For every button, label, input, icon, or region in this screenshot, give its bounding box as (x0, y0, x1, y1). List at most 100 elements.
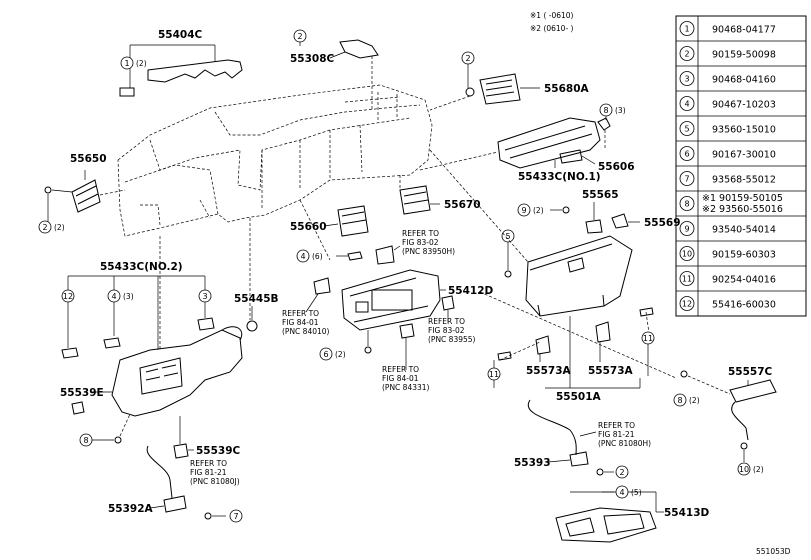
screw-6 (364, 330, 372, 354)
label-55680A: 55680A (544, 83, 590, 95)
label-55660: 55660 (290, 221, 327, 233)
parts-table-number-circle (679, 271, 695, 286)
label-55433C-no2: 55433C(NO.2) (100, 261, 183, 273)
dash-guides-main (159, 149, 529, 350)
svg-text:9: 9 (521, 206, 526, 215)
svg-text:FIG 84-01: FIG 84-01 (282, 318, 319, 327)
parts-table-part-number: 93560-15010 (712, 125, 776, 136)
lead-ref-81080H (579, 431, 597, 437)
svg-text:REFER TO: REFER TO (598, 421, 635, 430)
svg-text:2: 2 (465, 54, 470, 63)
svg-text:2: 2 (42, 223, 47, 232)
parts-table-number-circle (679, 171, 695, 186)
callout-12: 12 (61, 289, 79, 359)
instrument-panel (117, 84, 433, 237)
label-55445B: 55445B (234, 293, 279, 305)
part-55501A-glovebox (525, 235, 641, 389)
callout-1-qty: (2) (136, 59, 147, 68)
refer-box-83950H: REFER TO FIG 83-02 (PNC 83950H) (402, 229, 455, 256)
svg-text:8: 8 (603, 106, 608, 115)
parts-table-number: 11 (682, 275, 692, 284)
parts-table-number-circle (679, 121, 695, 136)
part-55539C (173, 416, 194, 459)
callout-8-left: 8 (79, 413, 131, 447)
part-55445B (246, 306, 258, 332)
parts-table-number-circle (679, 96, 695, 111)
parts-table-number: 3 (684, 75, 689, 84)
parts-table-number: 8 (684, 200, 689, 209)
svg-text:3: 3 (202, 292, 207, 301)
label-55404C: 55404C (158, 29, 203, 41)
dash-guides-glovebox (479, 291, 677, 379)
callout-11-right: 11 (641, 331, 655, 376)
parts-table-number: 2 (684, 50, 689, 59)
screw-5 (504, 242, 512, 278)
parts-table-number-circle (679, 21, 695, 36)
parts-table-number: 5 (684, 125, 689, 134)
parts-table-part-number: 93540-54014 (712, 225, 776, 236)
parts-table-part-number: 90159-60303 (712, 250, 776, 261)
parts-table-number: 6 (684, 150, 689, 159)
callout-1: 1 (120, 56, 134, 70)
part-55606 (559, 149, 596, 165)
svg-text:7: 7 (233, 512, 238, 521)
parts-table-number-circle (679, 46, 695, 61)
callout-10: 10 (737, 462, 751, 476)
callout-4-bottom: 4 (615, 485, 629, 499)
svg-text:(PNC 84331): (PNC 84331) (382, 383, 430, 392)
part-55308C (299, 36, 379, 110)
lead-ref-83950H (393, 245, 401, 251)
parts-table-part-number: 90159-50098 (712, 50, 776, 61)
callout-2-left: 2 (38, 220, 52, 234)
svg-text:8: 8 (677, 396, 682, 405)
bolt-10 (740, 442, 748, 462)
svg-text:(PNC 81080J): (PNC 81080J) (190, 477, 240, 486)
label-55539E: 55539E (60, 387, 104, 399)
parts-table-number: 12 (682, 300, 692, 309)
switch-83955 (441, 295, 455, 322)
refer-box-81080J: REFER TO FIG 81-21 (PNC 81080J) (190, 459, 240, 486)
parts-table-part-number: 90254-04016 (712, 275, 776, 286)
callout-2-left-qty: (2) (54, 223, 65, 232)
parts-table-part-number: 90467-10203 (712, 100, 776, 111)
svg-text:8: 8 (83, 436, 88, 445)
svg-text:4: 4 (619, 488, 624, 497)
svg-text:(PNC 83955): (PNC 83955) (428, 335, 476, 344)
label-55412D: 55412D (448, 285, 494, 297)
svg-text:FIG 84-01: FIG 84-01 (382, 374, 419, 383)
parts-table-part-number: 90468-04160 (712, 75, 776, 86)
callout-4-left-qty: (3) (123, 292, 134, 301)
svg-text:12: 12 (63, 292, 73, 301)
svg-text:(PNC 83950H): (PNC 83950H) (402, 247, 455, 256)
callout-9-qty: (2) (533, 206, 544, 215)
callout-11-left: 11 (487, 360, 501, 388)
svg-text:11: 11 (643, 334, 653, 343)
svg-text:2: 2 (619, 468, 624, 477)
callout-6-qty: (2) (335, 350, 346, 359)
callout-4-center-qty: (6) (312, 252, 323, 261)
refer-box-83955: REFER TO FIG 83-02 (PNC 83955) (428, 317, 476, 344)
label-55670: 55670 (444, 199, 481, 211)
callout-4-left: 4 (103, 289, 121, 349)
part-55670 (399, 185, 440, 215)
svg-text:11: 11 (489, 370, 499, 379)
part-55413D (555, 491, 664, 543)
callout-5: 5 (501, 229, 515, 243)
callout-3: 3 (197, 289, 215, 331)
clip-8-top (597, 116, 611, 131)
callout-8-right-qty: (2) (689, 396, 700, 405)
part-55539E (71, 391, 112, 415)
part-55433C-no2 (67, 275, 243, 417)
callout-2-right: 2 (461, 51, 475, 65)
label-55413D: 55413D (664, 507, 710, 519)
svg-text:REFER TO: REFER TO (402, 229, 439, 238)
svg-text:10: 10 (739, 465, 749, 474)
callout-8-top: 8 (599, 103, 613, 117)
svg-text:4: 4 (300, 252, 305, 261)
label-55557C: 55557C (728, 366, 773, 378)
callout-6: 6 (319, 347, 333, 361)
part-55660 (323, 205, 369, 237)
parts-table-number-circle (679, 246, 695, 261)
